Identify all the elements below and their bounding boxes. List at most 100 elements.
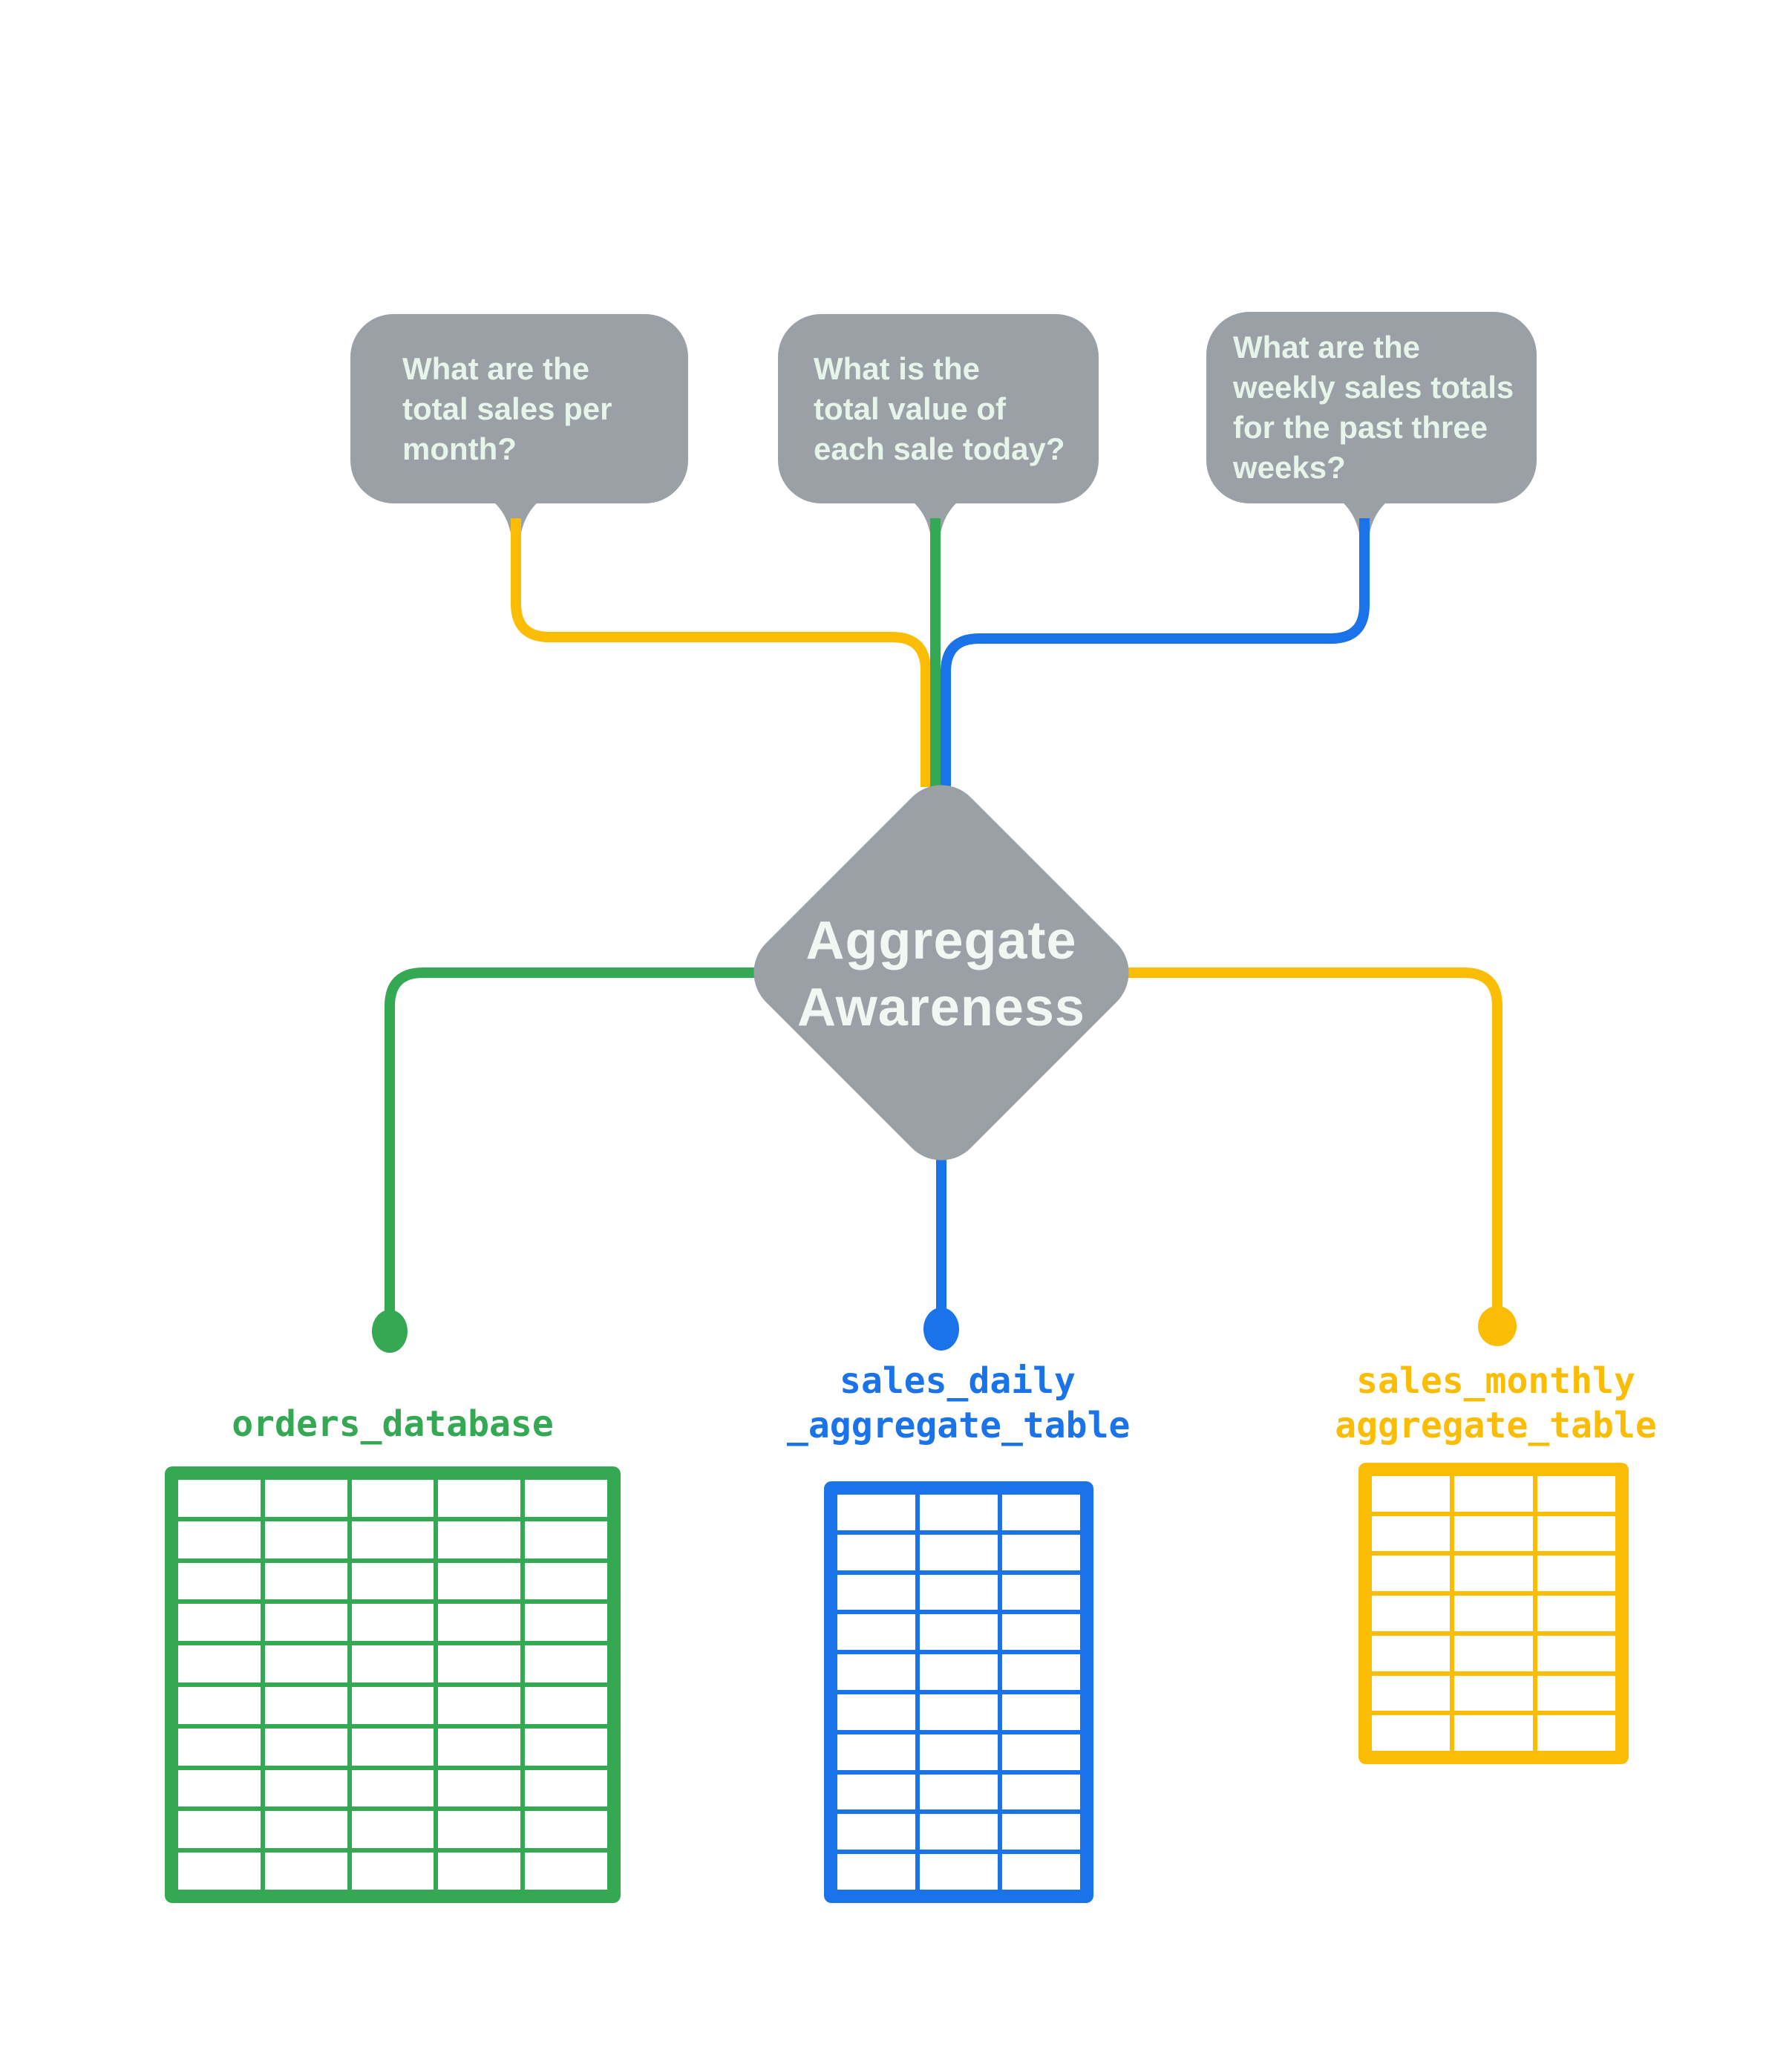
table-cell: [920, 1574, 998, 1610]
table-cell: [1537, 1515, 1615, 1552]
table-cell: [264, 1853, 347, 1890]
sales-daily-aggregate-table-label: sales_daily _aggregate_table: [787, 1359, 1131, 1448]
table-cell: [1372, 1596, 1451, 1631]
table-cell: [178, 1604, 261, 1642]
table-cell: [837, 1854, 915, 1890]
table-cell: [438, 1562, 521, 1600]
table-cell: [1372, 1675, 1451, 1711]
table-cell: [264, 1480, 347, 1517]
bubble-text-line: What is the: [814, 350, 981, 386]
table-label-line: sales_daily: [840, 1360, 1076, 1402]
table-cell: [1002, 1774, 1080, 1810]
table-cell: [920, 1694, 998, 1730]
table-cell: [1002, 1614, 1080, 1651]
table-cell: [920, 1534, 998, 1570]
table-cell: [1537, 1635, 1615, 1671]
connector-diamond-to-sales-monthly: [1110, 967, 1502, 1327]
bubble-text-line: total value of: [814, 391, 1007, 426]
table-cell: [1002, 1854, 1080, 1890]
table-cell: [264, 1645, 347, 1682]
table-cell: [837, 1654, 915, 1690]
table-cell: [351, 1604, 434, 1642]
table-label-line: _aggregate_table: [787, 1405, 1131, 1446]
table-cell: [1454, 1556, 1533, 1592]
question-bubble-total-value-each-sale: What is the total value of each sale tod…: [778, 314, 1099, 503]
question-bubble-total-sales-per-month: What are the total sales per month?: [350, 314, 688, 503]
orders-database-label: orders_database: [165, 1402, 621, 1446]
bubble-text-line: What are the: [402, 350, 590, 386]
table-cell: [920, 1854, 998, 1890]
table-cell: [1002, 1574, 1080, 1610]
diamond-label: Aggregate Awareness: [700, 907, 1183, 1041]
table-cell: [438, 1769, 521, 1807]
question-bubble-weekly-sales-totals: What are the weekly sales totals for the…: [1206, 312, 1537, 503]
table-cell: [525, 1728, 607, 1766]
table-cell: [264, 1604, 347, 1642]
endpoint-dot-green: [372, 1310, 408, 1353]
bubble-text-line: total sales per: [402, 391, 612, 426]
table-cell: [525, 1811, 607, 1849]
table-cell: [1372, 1515, 1451, 1552]
table-cell: [438, 1645, 521, 1682]
connector-diamond-to-orders-database: [385, 967, 776, 1331]
table-cell: [1372, 1635, 1451, 1671]
table-cell: [837, 1774, 915, 1810]
table-cell: [1372, 1556, 1451, 1592]
table-cell: [1454, 1675, 1533, 1711]
table-cell: [178, 1562, 261, 1600]
diamond-label-line: Aggregate: [805, 911, 1077, 970]
table-cell: [178, 1769, 261, 1807]
table-cell: [920, 1614, 998, 1651]
table-cell: [525, 1521, 607, 1558]
table-cell: [178, 1853, 261, 1890]
table-cell: [1002, 1814, 1080, 1850]
table-cell: [837, 1574, 915, 1610]
table-cell: [438, 1480, 521, 1517]
table-cell: [1002, 1495, 1080, 1530]
sales-monthly-aggregate-table: [1358, 1463, 1629, 1764]
table-cell: [837, 1614, 915, 1651]
table-cell: [525, 1686, 607, 1724]
table-cell: [1372, 1476, 1451, 1512]
endpoint-dot-blue: [923, 1308, 959, 1351]
table-cell: [1537, 1715, 1615, 1751]
endpoint-dot-yellow: [1478, 1306, 1517, 1346]
table-cell: [351, 1853, 434, 1890]
bubble-text-line: What are the: [1233, 330, 1421, 365]
table-cell: [438, 1853, 521, 1890]
table-cell: [351, 1521, 434, 1558]
table-cell: [351, 1728, 434, 1766]
table-cell: [1002, 1534, 1080, 1570]
table-cell: [178, 1645, 261, 1682]
table-cell: [178, 1521, 261, 1558]
table-label-line: aggregate_table: [1335, 1405, 1657, 1446]
table-cell: [351, 1645, 434, 1682]
bubble-text-line: weekly sales totals: [1233, 370, 1514, 405]
table-cell: [1537, 1675, 1615, 1711]
table-cell: [1537, 1596, 1615, 1631]
table-label-line: orders_database: [232, 1403, 554, 1445]
diamond-label-line: Awareness: [797, 978, 1085, 1037]
table-cell: [525, 1853, 607, 1890]
table-cell: [264, 1686, 347, 1724]
table-cell: [178, 1686, 261, 1724]
sales-monthly-aggregate-table-label: sales_monthly aggregate_table: [1325, 1359, 1667, 1448]
bubble-text-line: weeks?: [1233, 450, 1346, 485]
table-cell: [1537, 1476, 1615, 1512]
table-cell: [351, 1686, 434, 1724]
table-cell: [837, 1814, 915, 1850]
table-cell: [837, 1495, 915, 1530]
table-cell: [837, 1534, 915, 1570]
table-cell: [920, 1774, 998, 1810]
bubble-text-line: each sale today?: [814, 431, 1065, 466]
table-cell: [264, 1521, 347, 1558]
table-cell: [525, 1769, 607, 1807]
table-cell: [1454, 1715, 1533, 1751]
table-cell: [1002, 1734, 1080, 1770]
table-cell: [920, 1495, 998, 1530]
table-cell: [920, 1814, 998, 1850]
table-cell: [1372, 1715, 1451, 1751]
table-cell: [438, 1728, 521, 1766]
